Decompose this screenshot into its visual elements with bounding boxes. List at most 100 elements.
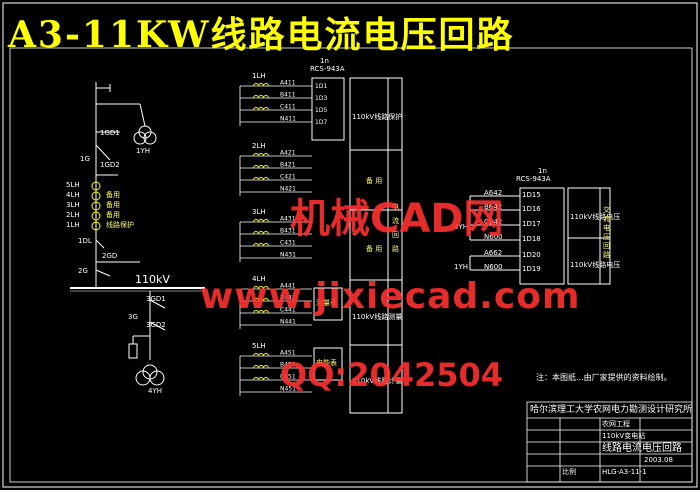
meter-box xyxy=(313,287,343,321)
ct-winding xyxy=(263,165,269,169)
title-block xyxy=(526,401,693,483)
label-3g: 3G xyxy=(128,313,138,321)
phase-n600-1: N600 xyxy=(484,233,503,241)
titleblock-org: 哈尔滨理工大学农网电力勘测设计研究所 xyxy=(530,405,693,415)
ct-phase-label: C431 xyxy=(280,240,296,247)
drawing-title: A3-11KW线路电流电压回路 xyxy=(8,14,515,56)
term-1d17: 1D17 xyxy=(522,220,541,228)
ct-winding xyxy=(263,310,269,314)
ct-phase-label: N431 xyxy=(280,252,296,259)
ct-phase-label: B431 xyxy=(280,228,296,235)
ct-use-2: 备用 xyxy=(106,201,120,209)
ct-winding xyxy=(263,353,269,357)
phase-a662: A662 xyxy=(484,249,503,257)
titleblock-scale: 比例 xyxy=(562,468,576,476)
titleblock-sheet: HLG-A3-11-1 xyxy=(602,468,647,476)
ct-phase-label: A411 xyxy=(280,80,296,87)
label-1g: 1G xyxy=(80,155,90,163)
ct-group-label: 4LH xyxy=(252,275,266,283)
ct-winding xyxy=(263,298,269,302)
ct-label-1lh: 1LH xyxy=(66,221,80,229)
terminal-label: 1D1 xyxy=(315,83,327,90)
titleblock-row2: 110kV变电站 xyxy=(602,432,646,440)
ct-winding xyxy=(263,107,269,111)
ct-phase-label: B421 xyxy=(280,162,296,169)
ct-phase-label: A421 xyxy=(280,150,296,157)
ct-group-label: 2LH xyxy=(252,142,266,150)
ct-stack xyxy=(91,181,101,231)
ct-use-4: 线路保护 xyxy=(106,221,134,229)
pt-label-4yh: 4YH xyxy=(148,387,162,395)
ct-phase-label: A451 xyxy=(280,350,296,357)
titleblock-drawing: 线路电流电压回路 xyxy=(602,443,682,454)
ct-label-3lh: 3LH xyxy=(66,201,80,209)
ct-winding xyxy=(263,177,269,181)
block-spare-2: 备 用 xyxy=(366,245,383,253)
middle-panel xyxy=(349,77,403,414)
ct-group-label: 5LH xyxy=(252,342,266,350)
vertical-current-loop: 电 流 回 路 xyxy=(392,203,399,253)
ct-use-1: 备用 xyxy=(106,191,120,199)
phase-a642: A642 xyxy=(484,189,503,197)
ct-phase-label: N451 xyxy=(280,386,296,393)
phase-n600-2: N600 xyxy=(484,263,503,271)
label-1gd1: 1GD1 xyxy=(100,129,120,137)
single-line-diagram xyxy=(95,82,157,288)
ct-phase-label: N441 xyxy=(280,319,296,326)
ct-phase-label: C451 xyxy=(280,374,296,381)
ct-use-3: 备用 xyxy=(106,211,120,219)
ct-phase-label: C411 xyxy=(280,104,296,111)
pt-label-right-4yh: 4YH xyxy=(454,223,468,231)
label-1dl: 1DL xyxy=(78,237,92,245)
ct-winding xyxy=(263,219,269,223)
ct-phase-label: N421 xyxy=(280,186,296,193)
ct-winding xyxy=(263,243,269,247)
voltage-block-2: 110kV线路电压 xyxy=(570,261,621,269)
terminal-label: 1D3 xyxy=(315,95,327,102)
vertical-voltage-loop: 交流电压回路 xyxy=(603,206,610,259)
small-block-energy: 电能表 xyxy=(316,359,337,367)
term-1d15: 1D15 xyxy=(522,191,541,199)
ct-phase-label: C441 xyxy=(280,307,296,314)
block-spare-1: 备 用 xyxy=(366,177,383,185)
device1-model: RCS-943A xyxy=(310,65,345,73)
rcs-terminal-box xyxy=(311,77,345,141)
small-block-meter: 测量表 xyxy=(316,299,337,307)
voltage-panel xyxy=(567,187,611,285)
ct-group-label: 1LH xyxy=(252,72,266,80)
pt-branch xyxy=(128,291,166,386)
label-3gd1: 3GD1 xyxy=(146,295,166,303)
phase-b642: B642 xyxy=(484,203,503,211)
term-1d20: 1D20 xyxy=(522,251,541,259)
drawing-note: 注：本图纸...由厂家提供的资料绘制。 xyxy=(536,373,672,382)
ct-phase-label: B441 xyxy=(280,295,296,302)
ct-label-4lh: 4LH xyxy=(66,191,80,199)
term-1d16: 1D16 xyxy=(522,205,541,213)
device2-id: 1n xyxy=(538,167,547,175)
titleblock-row1: 农网工程 xyxy=(602,420,630,428)
device1-id: 1n xyxy=(320,57,329,65)
voltage-block-1: 110kV线路电压 xyxy=(570,213,621,221)
ct-group-label: 3LH xyxy=(252,208,266,216)
ct-winding xyxy=(263,377,269,381)
titleblock-date: 2003.08 xyxy=(644,456,673,464)
ct-winding xyxy=(263,365,269,369)
ct-winding xyxy=(263,95,269,99)
ct-phase-label: A441 xyxy=(280,283,296,290)
voltage-circuit xyxy=(469,187,611,285)
pt-label-right-1yh: 1YH xyxy=(454,263,468,271)
label-2gd: 2GD xyxy=(102,252,118,260)
watermark-qq: QQ:2042504 xyxy=(280,356,504,394)
phase-c642: C642 xyxy=(484,218,503,226)
block-line-measure: 110kV线路测量 xyxy=(352,313,403,321)
ct-winding xyxy=(263,153,269,157)
terminal-label: 1D7 xyxy=(315,119,327,126)
label-2g: 2G xyxy=(78,267,88,275)
